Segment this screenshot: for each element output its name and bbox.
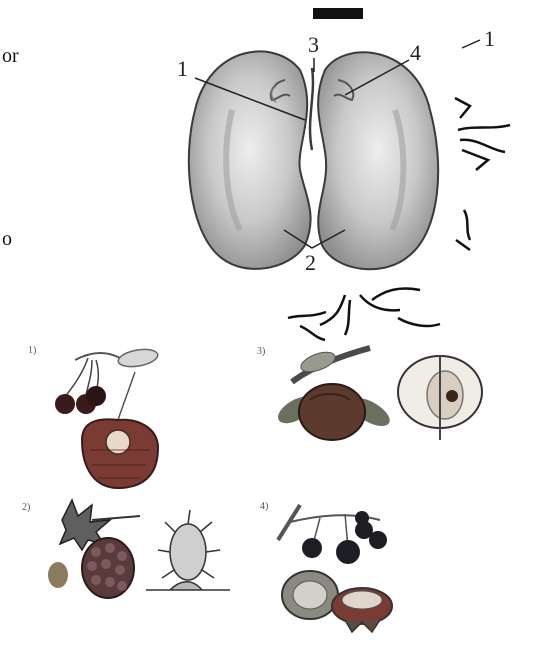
fruit-number-3: 3) <box>257 346 265 357</box>
root-sketch-bottom <box>288 288 440 340</box>
fruit-number-2: 2) <box>22 502 30 513</box>
seed-label-3: 3 <box>308 32 319 58</box>
raspberry-figure <box>48 500 230 598</box>
left-cotyledon <box>189 51 311 268</box>
berry-cluster-figure <box>278 505 392 632</box>
cherry-figure <box>55 347 159 488</box>
right-cotyledon <box>318 52 438 269</box>
fruit-number-1: 1) <box>28 345 36 356</box>
seed-label-2: 2 <box>305 250 316 276</box>
apple-figure <box>274 348 482 440</box>
fruit-number-4: 4) <box>260 501 268 512</box>
root-sketch <box>455 98 510 250</box>
seed-label-4: 4 <box>410 40 421 66</box>
seed-label-1: 1 <box>177 56 188 82</box>
radicle <box>310 68 313 150</box>
root-label-1: 1 <box>484 26 495 52</box>
